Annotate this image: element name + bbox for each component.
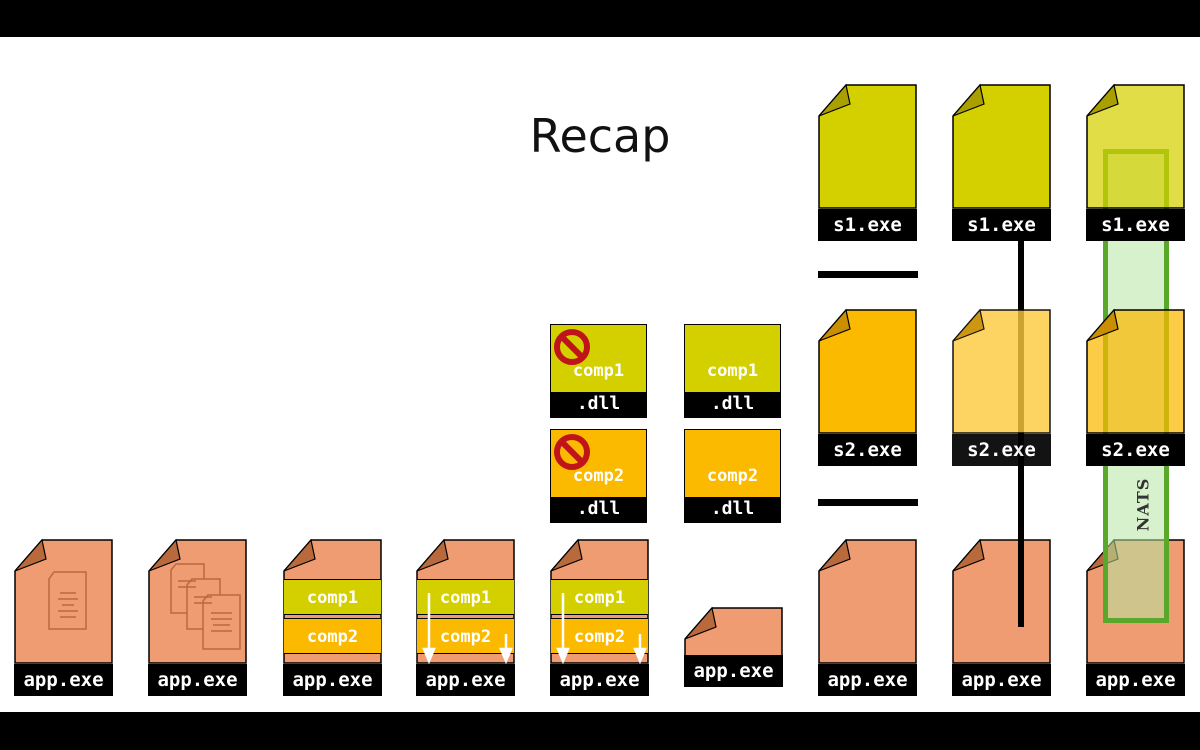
file-label: s2.exe bbox=[952, 434, 1051, 466]
file-label: s1.exe bbox=[952, 209, 1051, 241]
dll-name: comp2 bbox=[706, 466, 759, 486]
dll-name: comp1 bbox=[572, 361, 625, 381]
file-label: s1.exe bbox=[1086, 209, 1185, 241]
s1-file-col2: s1.exe bbox=[952, 83, 1051, 241]
component-comp1: comp1 bbox=[417, 579, 514, 615]
dll-comp1-blocked: comp1 .dll bbox=[550, 324, 647, 418]
nats-label: NATS bbox=[1133, 477, 1153, 532]
file-shape bbox=[952, 83, 1051, 209]
file-label: app.exe bbox=[14, 664, 113, 696]
file-label: app.exe bbox=[818, 664, 917, 696]
file-label: s2.exe bbox=[818, 434, 917, 466]
separator-line bbox=[818, 499, 918, 506]
file-label: app.exe bbox=[148, 664, 247, 696]
dll-name: comp2 bbox=[572, 466, 625, 486]
app-file-small: app.exe bbox=[684, 606, 783, 696]
dependency-arrows bbox=[556, 593, 647, 664]
file-shape bbox=[952, 538, 1051, 664]
prohibited-icon bbox=[554, 434, 590, 470]
file-shape bbox=[14, 538, 113, 664]
file-label: s1.exe bbox=[818, 209, 917, 241]
dll-comp2-blocked: comp2 .dll bbox=[550, 429, 647, 523]
file-label: app.exe bbox=[550, 664, 649, 696]
app-file-components-arrows-2: comp1 comp2 app.exe bbox=[550, 538, 649, 696]
dll-body bbox=[685, 325, 780, 394]
dependency-arrows bbox=[422, 593, 513, 664]
dll-ext: .dll bbox=[551, 392, 646, 417]
app-file-components: comp1 comp2 app.exe bbox=[283, 538, 382, 696]
s1-file-col3: s1.exe bbox=[1086, 83, 1185, 241]
dll-body bbox=[685, 430, 780, 499]
file-label: app.exe bbox=[416, 664, 515, 696]
file-label: s2.exe bbox=[1086, 434, 1185, 466]
file-label: app.exe bbox=[684, 655, 783, 687]
slide: Recap app.exe bbox=[0, 37, 1200, 712]
dll-ext: .dll bbox=[551, 497, 646, 522]
s2-file-col3: s2.exe bbox=[1086, 308, 1185, 466]
dll-comp2: comp2 .dll bbox=[684, 429, 781, 523]
file-shape bbox=[818, 538, 917, 664]
slide-title: Recap bbox=[529, 109, 671, 163]
dll-comp1: comp1 .dll bbox=[684, 324, 781, 418]
app-file-service-1: app.exe bbox=[818, 538, 917, 696]
file-shape bbox=[818, 83, 917, 209]
app-file-modules: app.exe bbox=[148, 538, 247, 696]
file-label: app.exe bbox=[1086, 664, 1185, 696]
app-file-service-2: app.exe bbox=[952, 538, 1051, 696]
s1-file-col1: s1.exe bbox=[818, 83, 917, 241]
component-comp1: comp1 bbox=[551, 579, 648, 615]
file-label: app.exe bbox=[952, 664, 1051, 696]
file-shape bbox=[818, 308, 917, 434]
s2-file-col2: s2.exe bbox=[952, 308, 1051, 466]
file-label: app.exe bbox=[283, 664, 382, 696]
component-comp1: comp1 bbox=[284, 579, 381, 615]
dll-ext: .dll bbox=[685, 497, 780, 522]
file-shape bbox=[1086, 308, 1185, 434]
dll-ext: .dll bbox=[685, 392, 780, 417]
document-icon bbox=[48, 571, 87, 630]
component-comp2: comp2 bbox=[284, 618, 381, 654]
file-shape bbox=[952, 308, 1051, 434]
separator-line bbox=[818, 271, 918, 278]
documents-icon bbox=[170, 563, 241, 650]
app-file-monolith: app.exe bbox=[14, 538, 113, 696]
dll-name: comp1 bbox=[706, 361, 759, 381]
prohibited-icon bbox=[554, 329, 590, 365]
app-file-components-arrows: comp1 comp2 app.exe bbox=[416, 538, 515, 696]
file-shape bbox=[1086, 83, 1185, 209]
s2-file-col1: s2.exe bbox=[818, 308, 917, 466]
